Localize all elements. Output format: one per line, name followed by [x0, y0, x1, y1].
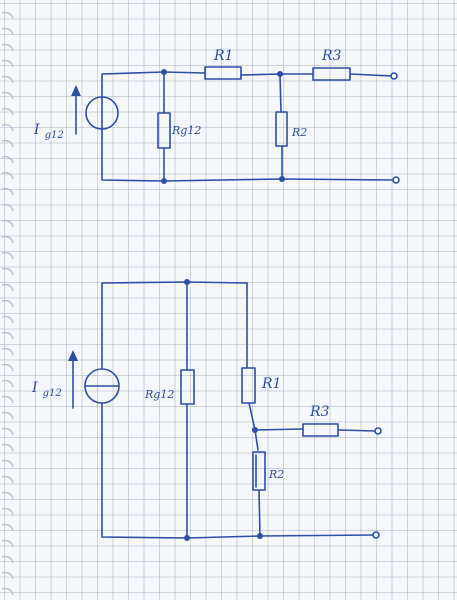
top-current-source: I g12: [33, 85, 119, 141]
bottom-resistor-r3: R3: [302, 404, 339, 437]
top-resistor-r3: R3: [312, 48, 351, 81]
bottom-resistor-rg12: Rg12: [144, 369, 195, 405]
circuit-top: I g12 Rg12 R1 R2 R3: [33, 48, 400, 184]
bottom-r2-label: R2: [268, 468, 284, 481]
top-r1-label: R1: [213, 48, 233, 64]
bottom-terminals: [372, 427, 382, 539]
top-resistor-r1: R1: [204, 48, 242, 80]
bottom-resistor-r1: R1: [241, 367, 281, 404]
bottom-junctions: [184, 279, 263, 541]
top-terminals: [390, 72, 400, 184]
bottom-current-source: I g12: [31, 350, 120, 409]
top-r2-label: R2: [291, 126, 307, 139]
top-resistor-r2: R2: [275, 111, 307, 147]
top-resistor-rg12: Rg12: [157, 112, 201, 149]
bottom-rg12-label: Rg12: [144, 388, 174, 401]
bottom-resistor-r2: R2: [252, 451, 284, 491]
top-wires: [101, 71, 395, 182]
top-r3-label: R3: [321, 48, 342, 64]
top-junctions: [161, 69, 285, 184]
spiral-binding: [1, 11, 14, 596]
bottom-wires: [101, 281, 377, 539]
top-source-label: I g12: [33, 119, 64, 141]
circuit-bottom: I g12 Rg12 R1 R2 R3: [31, 279, 382, 541]
bottom-r3-label: R3: [309, 404, 330, 420]
bottom-source-label: I g12: [31, 377, 62, 399]
bottom-r1-label: R1: [261, 376, 281, 392]
top-rg12-label: Rg12: [171, 124, 201, 137]
